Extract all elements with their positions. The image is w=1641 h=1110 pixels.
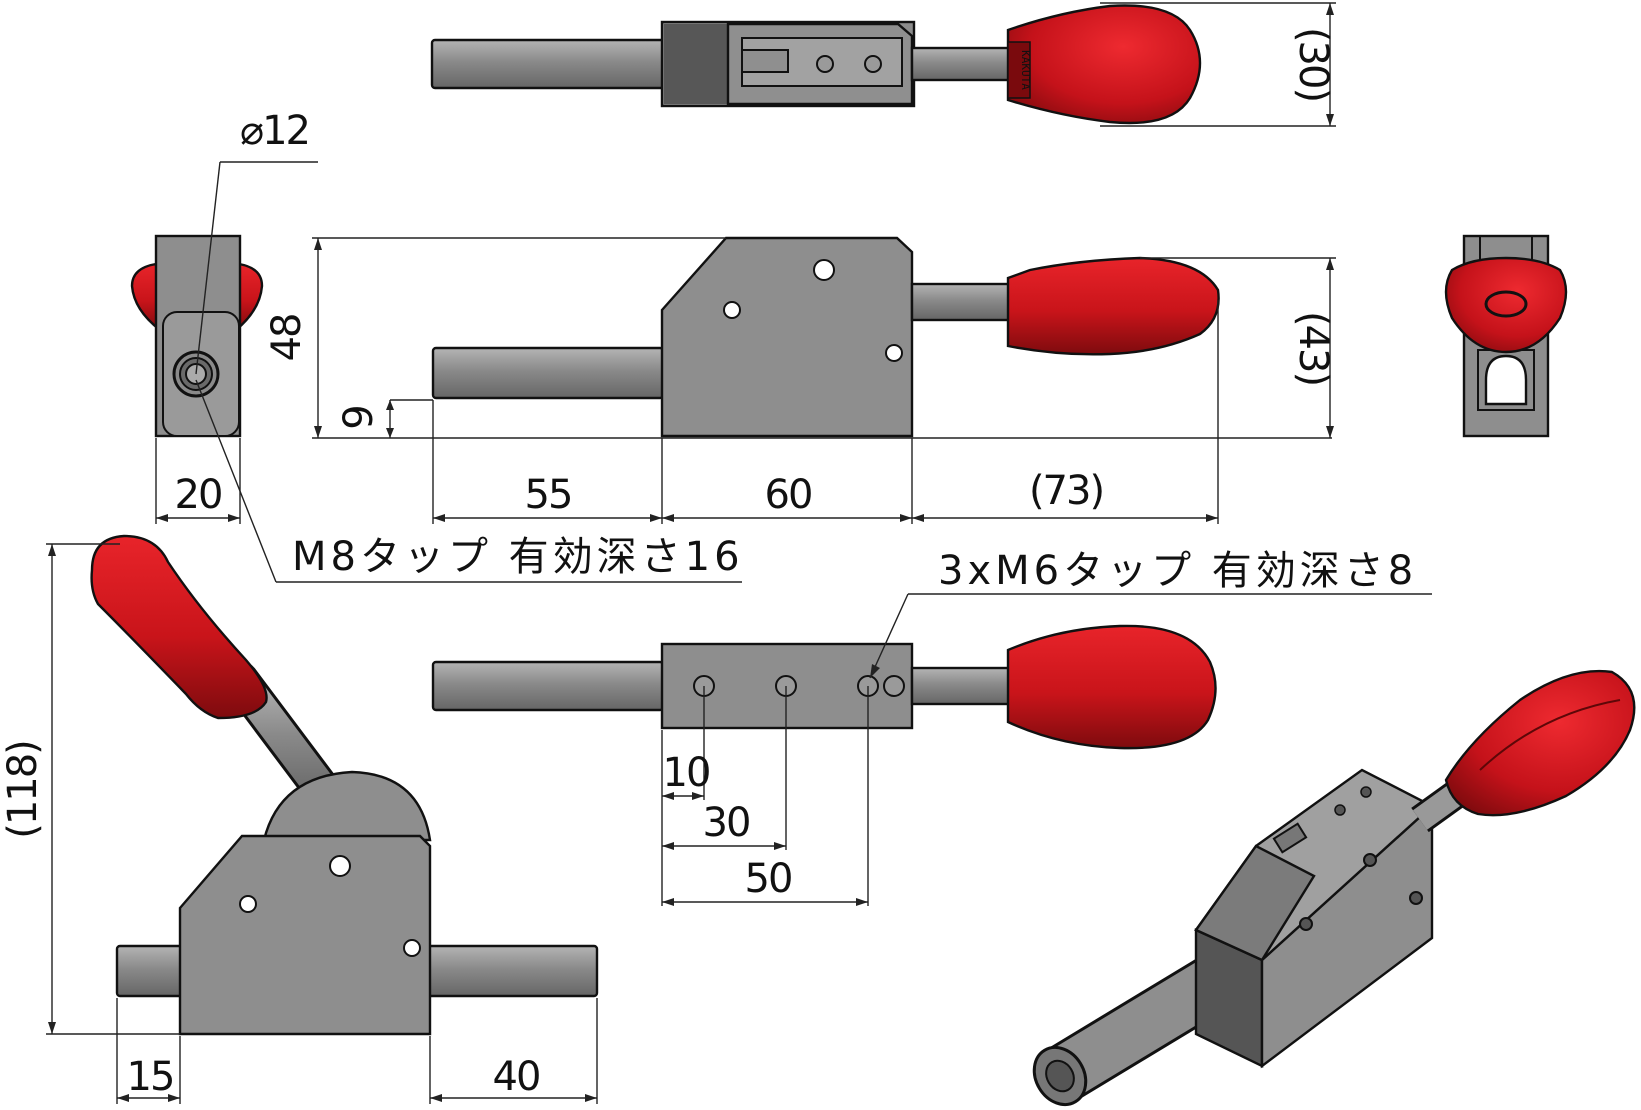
- left-end-view: [130, 234, 264, 438]
- iso-handle: [1444, 669, 1636, 817]
- top-view-logo: KAKUTA: [1019, 50, 1032, 90]
- dim-text-48: 48: [264, 315, 310, 362]
- bottom-view-shaft-left: [431, 660, 665, 712]
- dim-front-total-height: (118): [0, 543, 180, 1035]
- bottom-view: [431, 624, 1217, 750]
- dim-front-widths: 15 40: [116, 998, 598, 1104]
- dim-side-width: 20: [155, 438, 241, 524]
- iso-hole-3: [1409, 891, 1423, 905]
- right-end-arch: [1484, 354, 1528, 406]
- dim-text-30: (30): [1290, 27, 1336, 101]
- side-view-shaft-left: [431, 346, 665, 400]
- front-view: [90, 534, 599, 1036]
- dim-diameter: ⌀12: [195, 108, 318, 375]
- top-view: KAKUTA: [430, 4, 1202, 125]
- dim-text-55: 55: [525, 472, 572, 518]
- right-end-view: [1444, 234, 1568, 438]
- iso-hole-1: [1363, 853, 1377, 867]
- top-view-handle: [1006, 4, 1202, 125]
- dim-text-73: (73): [1029, 468, 1103, 514]
- bottom-view-handle: [1006, 624, 1217, 750]
- front-view-hole-2: [239, 895, 257, 913]
- dim-text-118: (118): [0, 741, 46, 839]
- note-m6-tap: 3xM6タップ 有効深さ8: [938, 548, 1417, 594]
- iso-top-hole-1: [1334, 804, 1346, 816]
- side-view-handle: [1006, 256, 1220, 356]
- right-end-handle: [1444, 256, 1568, 354]
- note-m8-leader: M8タップ 有効深さ16: [195, 379, 744, 583]
- iso-hole-2: [1299, 917, 1313, 931]
- dim-text-40: 40: [493, 1054, 540, 1100]
- side-view-hole-1: [813, 259, 835, 281]
- dim-text-20: 20: [175, 472, 222, 518]
- front-view-body: [178, 834, 432, 1036]
- top-view-hole-2: [864, 55, 882, 73]
- side-view-shaft-right: [910, 282, 1014, 322]
- dim-offset-9: 9: [312, 399, 1332, 439]
- dim-text-60: 60: [765, 472, 812, 518]
- dim-handle-height: (43): [1140, 257, 1336, 438]
- front-view-hole-1: [329, 855, 351, 877]
- dim-text-50: 50: [745, 856, 792, 902]
- top-view-shaft-right: [910, 46, 1014, 82]
- isometric-view: [1032, 669, 1636, 1107]
- bottom-view-shaft-right: [910, 666, 1014, 706]
- top-view-body-dark: [664, 24, 728, 104]
- iso-handle-ridge: [1479, 699, 1621, 771]
- left-end-handle-right: [234, 262, 264, 333]
- side-view-hole-2: [723, 301, 741, 319]
- dim-lengths: 55 60 (73): [432, 300, 1219, 524]
- side-view-hole-3: [885, 344, 903, 362]
- iso-latch: [1272, 822, 1308, 854]
- front-view-handle: [90, 534, 268, 720]
- dim-text-10: 10: [663, 750, 710, 796]
- top-view-hole-1: [816, 55, 834, 73]
- dim-top-handle-width: (30): [1100, 2, 1336, 127]
- iso-top-hole-2: [1360, 786, 1372, 798]
- dim-text-diameter: ⌀12: [240, 108, 309, 154]
- side-view-body: [660, 236, 914, 438]
- left-end-handle-left: [130, 262, 162, 333]
- dim-text-9: 9: [336, 406, 382, 429]
- side-view: [431, 236, 1220, 438]
- top-view-handle-collar: [1007, 41, 1031, 99]
- right-end-handle-mark: [1484, 290, 1528, 318]
- dim-text-30-hole: 30: [703, 800, 750, 846]
- front-view-hole-3: [403, 939, 421, 957]
- top-view-latch: [741, 49, 789, 73]
- bottom-view-hole-4: [883, 675, 905, 697]
- dim-text-15: 15: [127, 1054, 174, 1100]
- note-m8-tap: M8タップ 有効深さ16: [292, 534, 744, 580]
- front-view-cam: [262, 770, 432, 842]
- dim-hole-positions: 10 30 50: [661, 686, 869, 906]
- iso-body-slope-face: [1194, 844, 1316, 962]
- note-m6-leader: 3xM6タップ 有効深さ8: [869, 548, 1432, 679]
- iso-shaft-bore: [1045, 1059, 1075, 1093]
- dim-text-43: (43): [1290, 311, 1336, 385]
- top-view-shaft-left: [430, 38, 666, 90]
- dim-height-48: 48: [264, 237, 726, 438]
